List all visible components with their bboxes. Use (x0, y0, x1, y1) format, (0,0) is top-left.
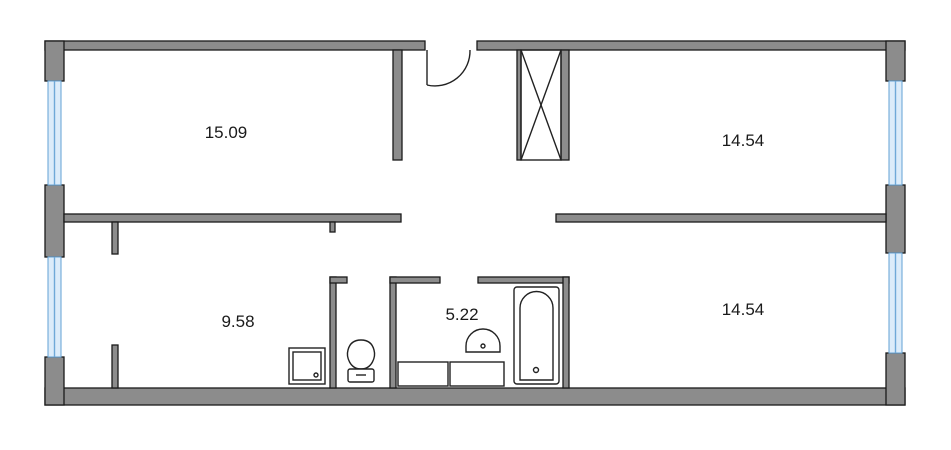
washbasin (465, 328, 501, 353)
wall-stub-lower-left (111, 344, 119, 389)
fixtures (288, 286, 560, 387)
outer-wall-right-bottom (885, 352, 906, 406)
toilet (346, 339, 376, 383)
outer-wall-left-bottom (44, 356, 65, 406)
outer-wall-top-right (476, 40, 906, 51)
shower-tray (288, 347, 326, 385)
door-swing-arc (426, 49, 471, 87)
entrance-door (426, 49, 471, 87)
wall-stub-upper-right (329, 221, 336, 233)
wc-right-wall (389, 276, 397, 389)
outer-wall-left-mid (44, 184, 65, 258)
ventilation-shaft (520, 49, 562, 161)
outer-wall-bottom (44, 387, 906, 406)
shaft-cross-b (520, 49, 562, 161)
area-label-top-left: 15.09 (205, 123, 248, 142)
wall-stub-upper-left (111, 221, 119, 255)
bathtub (513, 286, 560, 385)
corridor-wall-left (63, 213, 402, 223)
shaft-right-wall (560, 49, 570, 161)
area-label-bottom-right: 14.54 (722, 300, 765, 319)
outer-wall-top-left (44, 40, 426, 51)
corridor-wall-right (555, 213, 887, 223)
partition-top-left-room (392, 49, 403, 161)
shaft-outline (520, 49, 562, 161)
outer-wall-left-top (44, 40, 65, 82)
cabinet-counter (397, 361, 505, 387)
outer-wall-right-mid (885, 184, 906, 254)
outer-wall-right-top (885, 40, 906, 82)
area-labels: 15.09 14.54 9.58 5.22 14.54 (205, 123, 765, 331)
wc-left-wall-top (329, 276, 348, 284)
outer-walls (44, 40, 906, 406)
area-label-bottom-left: 9.58 (221, 312, 254, 331)
bath-top-wall-left (389, 276, 441, 284)
windows (47, 80, 903, 358)
wc-left-wall (329, 276, 337, 389)
bath-top-wall-right (477, 276, 570, 284)
area-label-bathroom: 5.22 (445, 305, 478, 324)
interior-walls (63, 49, 887, 389)
area-label-top-right: 14.54 (722, 131, 765, 150)
bath-right-wall (562, 276, 570, 389)
